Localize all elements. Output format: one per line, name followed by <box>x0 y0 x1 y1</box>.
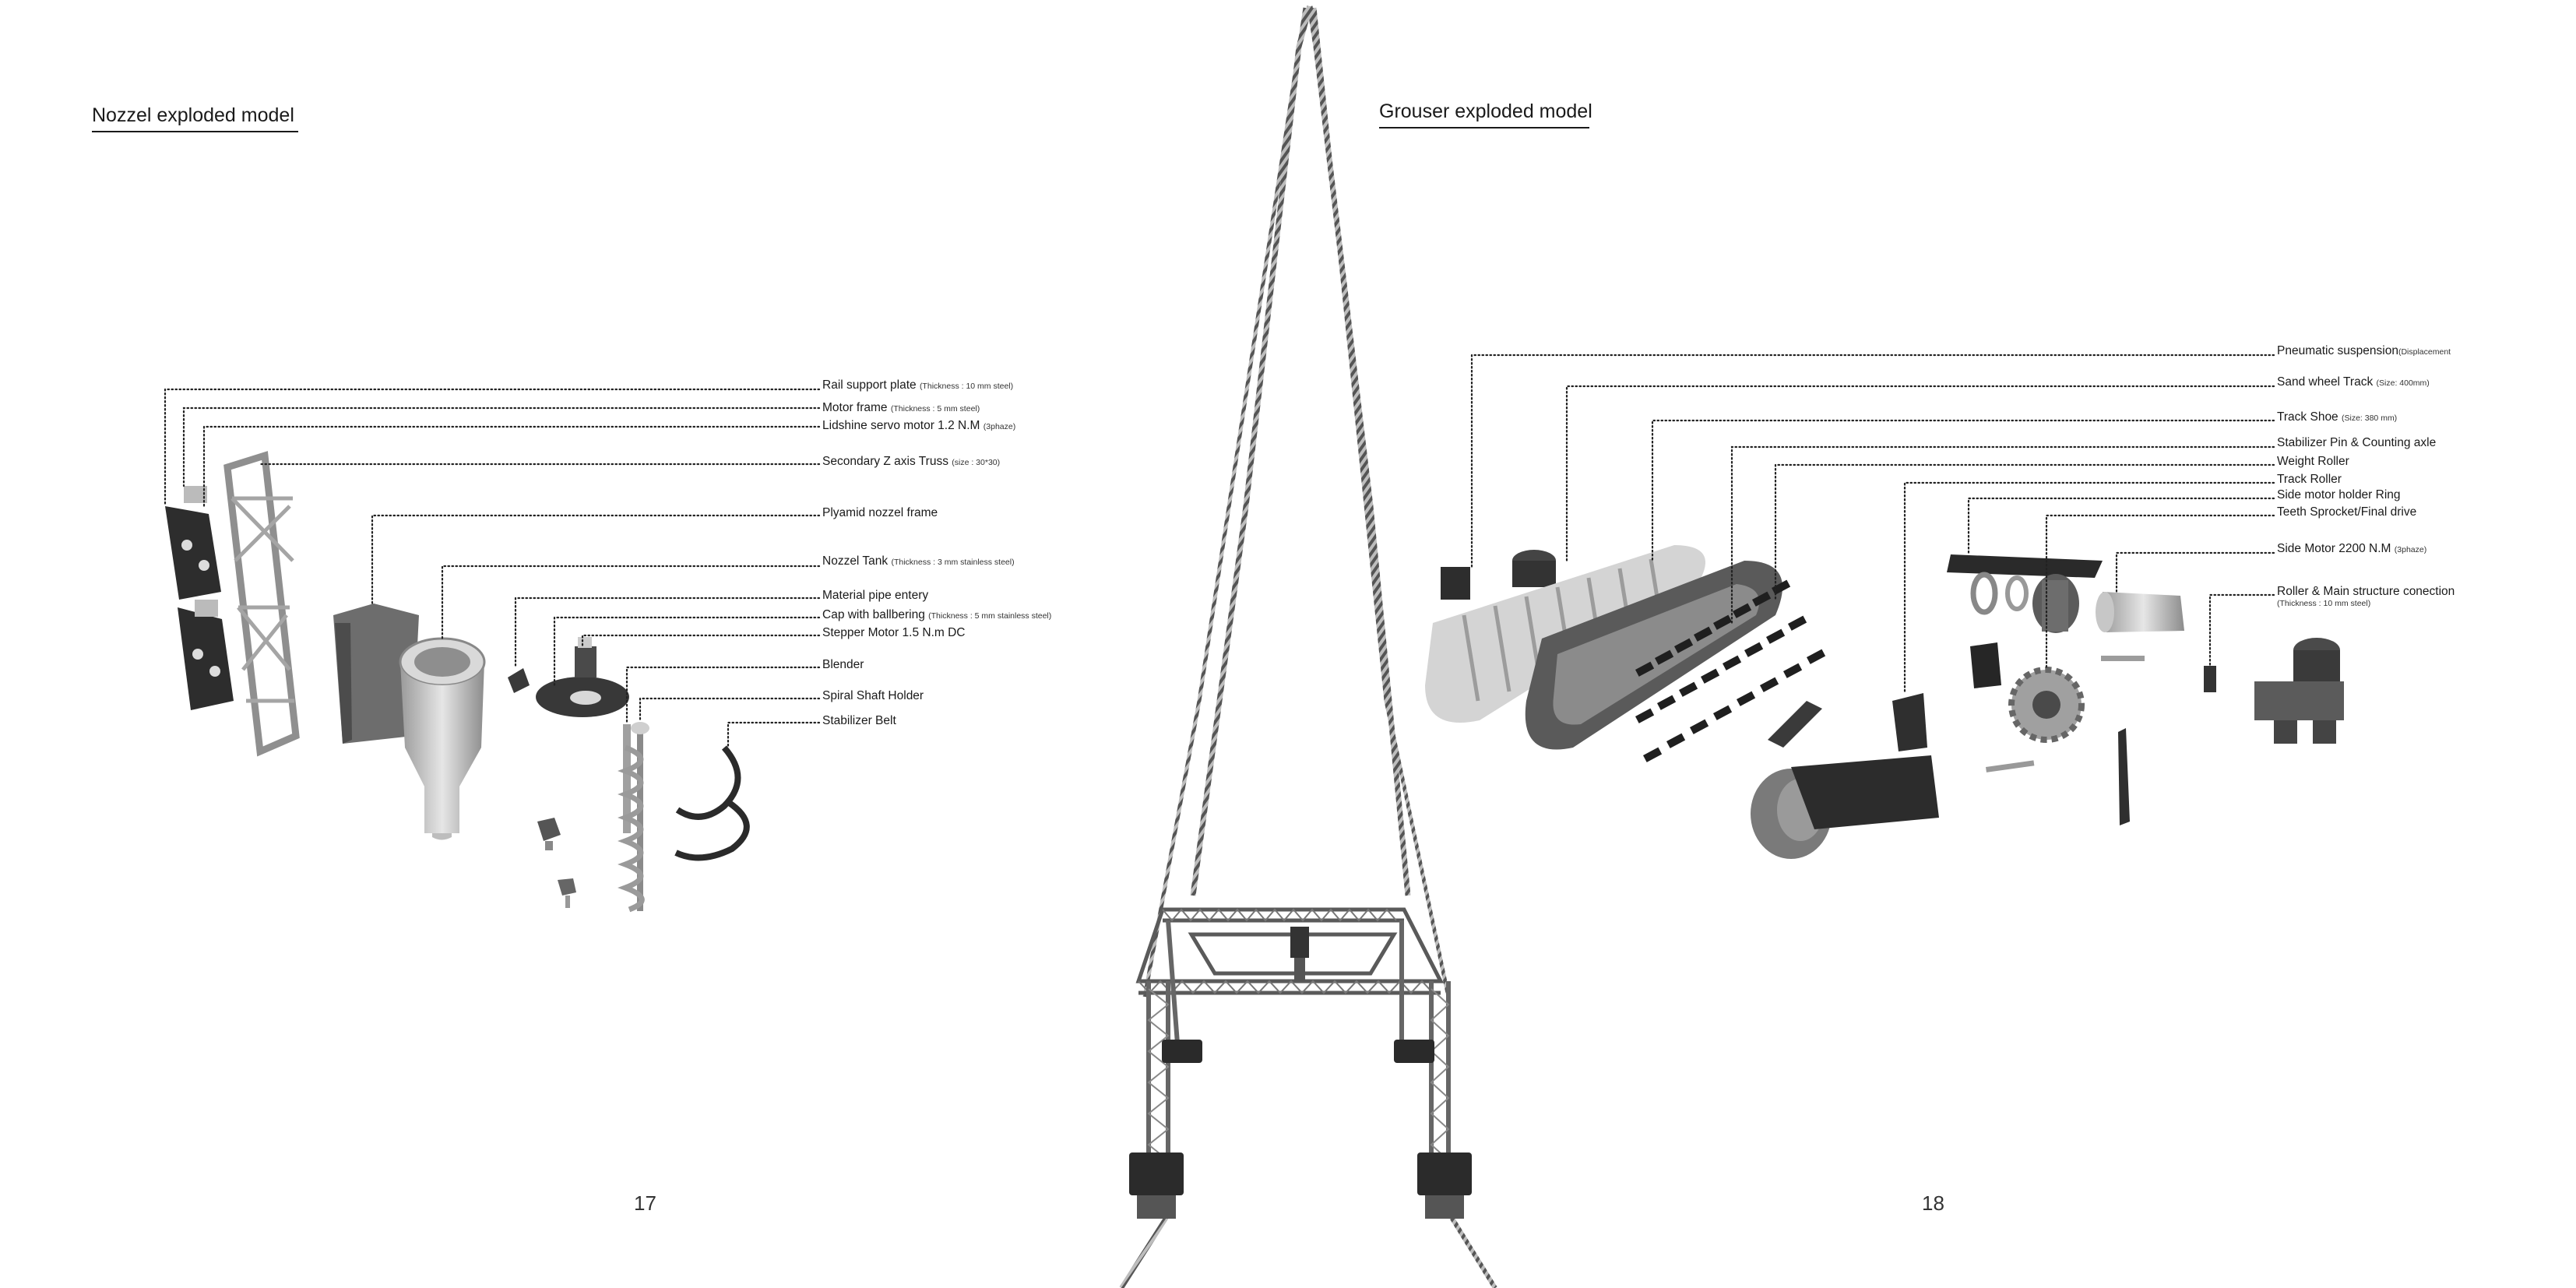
grouser-exploded-icon <box>1425 545 2344 859</box>
label-rail-support-plate: Rail support plate (Thickness : 10 mm st… <box>822 378 1014 392</box>
page-title: Nozzel exploded model <box>92 104 298 132</box>
page-right: Grouser exploded model Pneumatic suspens… <box>1288 0 2576 1288</box>
label-z-axis-truss: Secondary Z axis Truss (size : 30*30) <box>822 455 1001 468</box>
label-motor-frame: Motor frame (Thickness : 5 mm steel) <box>822 401 980 414</box>
label-side-motor: Side Motor 2200 N.M (3phaze) <box>2277 542 2427 555</box>
label-roller-main-connection: Roller & Main structure conection(Thickn… <box>2277 585 2455 608</box>
label-stabilizer-belt: Stabilizer Belt <box>822 714 896 727</box>
label-pneumatic-suspension: Pneumatic suspension(Displacement <box>2277 344 2451 357</box>
label-spiral-shaft-holder: Spiral Shaft Holder <box>822 689 924 702</box>
label-track-roller: Track Roller <box>2277 473 2342 486</box>
label-teeth-sprocket: Teeth Sprocket/Final drive <box>2277 505 2417 519</box>
page-left: Nozzel exploded model Rail support plate… <box>92 104 1052 1215</box>
nozzle-leader-lines <box>164 388 821 749</box>
gantry-printer-icon <box>1119 5 1497 1288</box>
grouser-leader-lines <box>1470 354 2275 695</box>
label-blender: Blender <box>822 658 864 671</box>
label-nozzel-tank: Nozzel Tank (Thickness : 3 mm stainless … <box>822 554 1015 568</box>
label-weight-roller: Weight Roller <box>2277 455 2349 468</box>
label-sand-wheel-track: Sand wheel Track (Size: 400mm) <box>2277 375 2430 389</box>
label-nozzel-frame: Plyamid nozzel frame <box>822 506 938 519</box>
page-number: 18 <box>1922 1191 1944 1215</box>
label-material-pipe: Material pipe entery <box>822 589 929 602</box>
page-title: Grouser exploded model <box>1379 100 1592 128</box>
label-servo-motor: Lidshine servo motor 1.2 N.M (3phaze) <box>822 419 1016 432</box>
label-stabilizer-pin: Stabilizer Pin & Counting axle <box>2277 436 2437 449</box>
page-number: 17 <box>634 1191 656 1215</box>
label-track-shoe: Track Shoe (Size: 380 mm) <box>2277 410 2398 424</box>
label-side-motor-holder-ring: Side motor holder Ring <box>2277 488 2401 501</box>
nozzle-exploded-icon <box>165 451 750 913</box>
label-cap-ballbering: Cap with ballbering (Thickness : 5 mm st… <box>822 608 1052 621</box>
label-stepper-motor: Stepper Motor 1.5 N.m DC <box>822 626 966 639</box>
